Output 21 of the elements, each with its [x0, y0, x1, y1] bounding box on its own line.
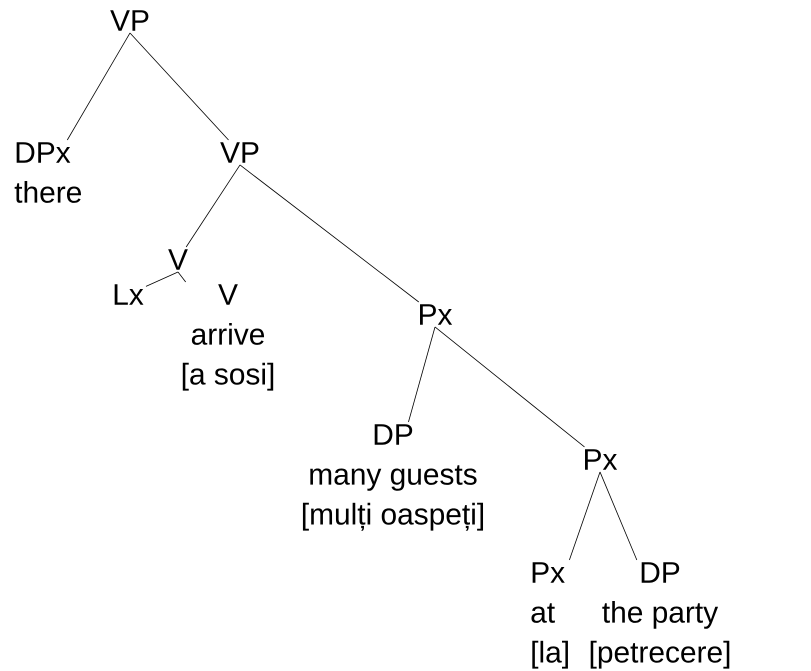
leaf-label: DP the party [petrecere] [590, 562, 730, 669]
tree-branch [408, 326, 436, 422]
tree-branch [178, 272, 186, 282]
leaf-label: DP many guests [mulți oaspeți] [302, 424, 484, 531]
category-label: Px [420, 304, 452, 325]
leaf-label: Px at [la] [531, 562, 568, 669]
category-label: Px [585, 449, 618, 470]
tree-branch [240, 164, 420, 302]
tree-branch [66, 32, 130, 140]
category-label: Lx [114, 284, 144, 305]
category-label: V [168, 249, 188, 270]
tree-branch [434, 326, 585, 448]
tree-branch [186, 164, 240, 248]
leaf-label: V arrive [a sosi] [182, 284, 274, 391]
tree-branch [146, 272, 178, 287]
category-label: VP [110, 10, 148, 31]
tree-branch [600, 472, 638, 560]
tree-branch [569, 472, 600, 560]
leaf-label: DPx there [14, 142, 81, 203]
tree-branch [130, 32, 229, 140]
category-label: VP [220, 142, 258, 163]
